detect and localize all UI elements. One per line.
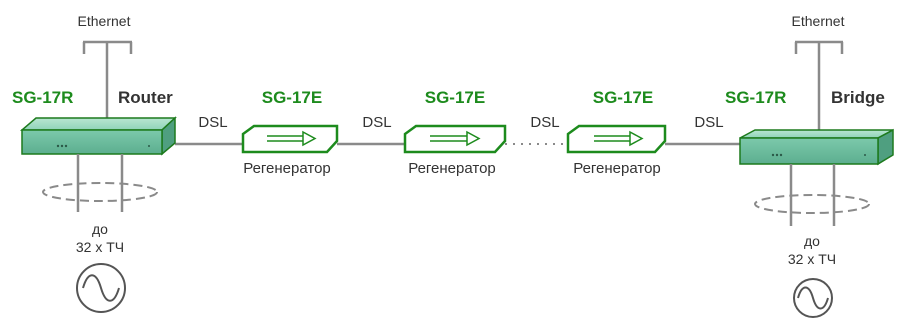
- regenerator-1: SG-17E Регенератор: [241, 88, 339, 177]
- voice-channel-wires: [754, 164, 870, 226]
- voice-capacity-label-line2: 32 x ТЧ: [76, 239, 124, 255]
- sg17r-bridge-device: [739, 128, 894, 166]
- ethernet-uplink-icon: [82, 40, 133, 120]
- dsl-link-label: DSL: [694, 114, 723, 131]
- left-node: Ethernet SG-17R Router до 32 x ТЧ: [12, 13, 177, 313]
- voice-capacity-label-line1: до: [804, 233, 820, 249]
- right-node: Ethernet SG-17R Bridge до 32 x ТЧ: [725, 13, 894, 318]
- device-model-label: SG-17R: [12, 88, 73, 107]
- voice-channel-wires: [42, 154, 158, 212]
- regenerator-caption: Регенератор: [408, 160, 496, 177]
- regenerator-2: SG-17E Регенератор: [403, 88, 507, 177]
- sine-wave-icon: [76, 263, 126, 313]
- voice-capacity-label-line1: до: [92, 221, 108, 237]
- regenerator-3: SG-17E Регенератор: [566, 88, 667, 177]
- regenerator-caption: Регенератор: [573, 160, 661, 177]
- ethernet-label: Ethernet: [792, 13, 845, 29]
- regenerator-caption: Регенератор: [243, 160, 331, 177]
- dsl-link-label: DSL: [362, 114, 391, 131]
- regenerator-model-label: SG-17E: [593, 88, 653, 107]
- sg17r-router-device: [19, 116, 177, 156]
- regenerator-box: [241, 124, 339, 154]
- device-model-label: SG-17R: [725, 88, 786, 107]
- ethernet-uplink-icon: [794, 40, 844, 131]
- ethernet-label: Ethernet: [78, 13, 131, 29]
- voice-capacity-label-line2: 32 x ТЧ: [788, 251, 836, 267]
- arrow-right-icon: [430, 130, 481, 147]
- regenerator-model-label: SG-17E: [262, 88, 322, 107]
- device-role-label: Router: [118, 88, 173, 107]
- regenerator-model-label: SG-17E: [425, 88, 485, 107]
- regenerator-box: [566, 124, 667, 154]
- device-role-label: Bridge: [831, 88, 885, 107]
- arrow-right-icon: [594, 130, 644, 147]
- dsl-link-label: DSL: [198, 114, 227, 131]
- arrow-right-icon: [267, 130, 317, 147]
- sine-wave-icon: [793, 278, 833, 318]
- regenerator-box: [403, 124, 507, 154]
- dsl-link-label: DSL: [530, 114, 559, 131]
